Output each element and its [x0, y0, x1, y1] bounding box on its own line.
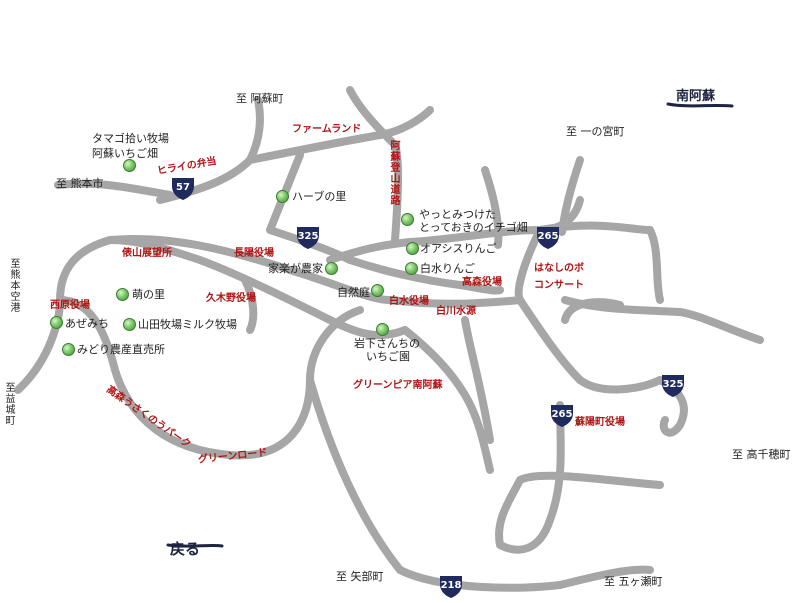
direction-gokase: 至 五ヶ瀬町: [604, 575, 663, 588]
place-oasis: オアシスりんご: [420, 242, 497, 255]
route-325-number-east: 325: [662, 379, 684, 390]
place-herb: ハーブの里: [292, 190, 347, 203]
place-marker: [406, 242, 419, 255]
place-ichigoen: いちご園: [366, 350, 410, 363]
route-265-shield-south: 265: [549, 403, 575, 427]
route-265-number: 265: [537, 231, 559, 242]
route-325-number: 325: [297, 231, 319, 242]
place-aso-strawberry: 阿蘇いちご畑: [92, 147, 158, 160]
place-marker: [325, 262, 338, 275]
label-aso-climb-road: 阿蘇登山道路: [388, 140, 399, 206]
place-shizen: 自然庭: [337, 286, 370, 299]
place-yatto: やっとみつけた: [419, 208, 496, 221]
place-yamada: 山田牧場ミルク牧場: [138, 318, 237, 331]
route-325-shield-east: 325: [660, 373, 686, 397]
label-nishihara-office: 西原役場: [50, 300, 90, 311]
place-midori: みどり農産直売所: [77, 343, 165, 356]
label-hakusui-office: 白水役場: [389, 296, 429, 307]
place-azemichi: あぜみち: [65, 317, 109, 330]
label-takamori-office: 高森役場: [462, 277, 502, 288]
place-tamago-farm: タマゴ拾い牧場: [92, 132, 169, 145]
label-green-pia: グリーンピア南阿蘇: [353, 380, 443, 391]
label-tawarayama: 俵山展望所: [122, 248, 172, 259]
place-marker: [123, 318, 136, 331]
place-marker: [371, 284, 384, 297]
direction-aso: 至 阿蘇町: [236, 92, 284, 105]
place-marker: [276, 190, 289, 203]
direction-takachiho: 至 高千穂町: [732, 448, 791, 461]
place-totteoki: とっておきのイチゴ畑: [419, 221, 528, 234]
place-iwashita: 岩下さんちの: [354, 337, 420, 350]
route-57-shield: 57: [170, 176, 196, 200]
route-265-shield: 265: [535, 225, 561, 249]
place-marker: [401, 213, 414, 226]
place-marker: [62, 343, 75, 356]
direction-yabe: 至 矢部町: [336, 570, 384, 583]
label-soyo-office: 蘇陽町役場: [575, 417, 625, 428]
place-kajo: 家楽が農家: [268, 262, 323, 275]
back-link[interactable]: 戻る: [170, 540, 201, 558]
place-marker: [116, 288, 129, 301]
label-concert: コンサート: [534, 280, 584, 291]
label-hanashinobu: はなしのボ: [534, 263, 584, 274]
route-218-shield: 218: [438, 574, 464, 598]
place-marker: [123, 159, 136, 172]
label-kugino-office: 久木野役場: [206, 293, 256, 304]
place-hakusui-apple: 白水りんご: [420, 262, 475, 275]
direction-ichinomiya: 至 一の宮町: [566, 125, 625, 138]
label-farm-land: ファームランド: [292, 124, 362, 135]
label-choyo-office: 長陽役場: [234, 248, 274, 259]
direction-airport: 至熊本空港: [8, 258, 19, 313]
direction-kumamoto-city: 至 熊本市: [56, 177, 104, 190]
place-marker: [50, 316, 63, 329]
route-325-shield: 325: [295, 225, 321, 249]
minamiaso-title: 南阿蘇: [676, 89, 716, 104]
direction-mashiki: 至益城町: [3, 382, 14, 426]
label-shirakawa-spring: 白川水源: [436, 306, 476, 317]
place-marker: [405, 262, 418, 275]
route-57-number: 57: [176, 182, 190, 193]
route-218-number: 218: [440, 580, 462, 591]
route-265-number-south: 265: [551, 409, 573, 420]
place-marker: [376, 323, 389, 336]
place-moe: 萌の里: [132, 288, 165, 301]
